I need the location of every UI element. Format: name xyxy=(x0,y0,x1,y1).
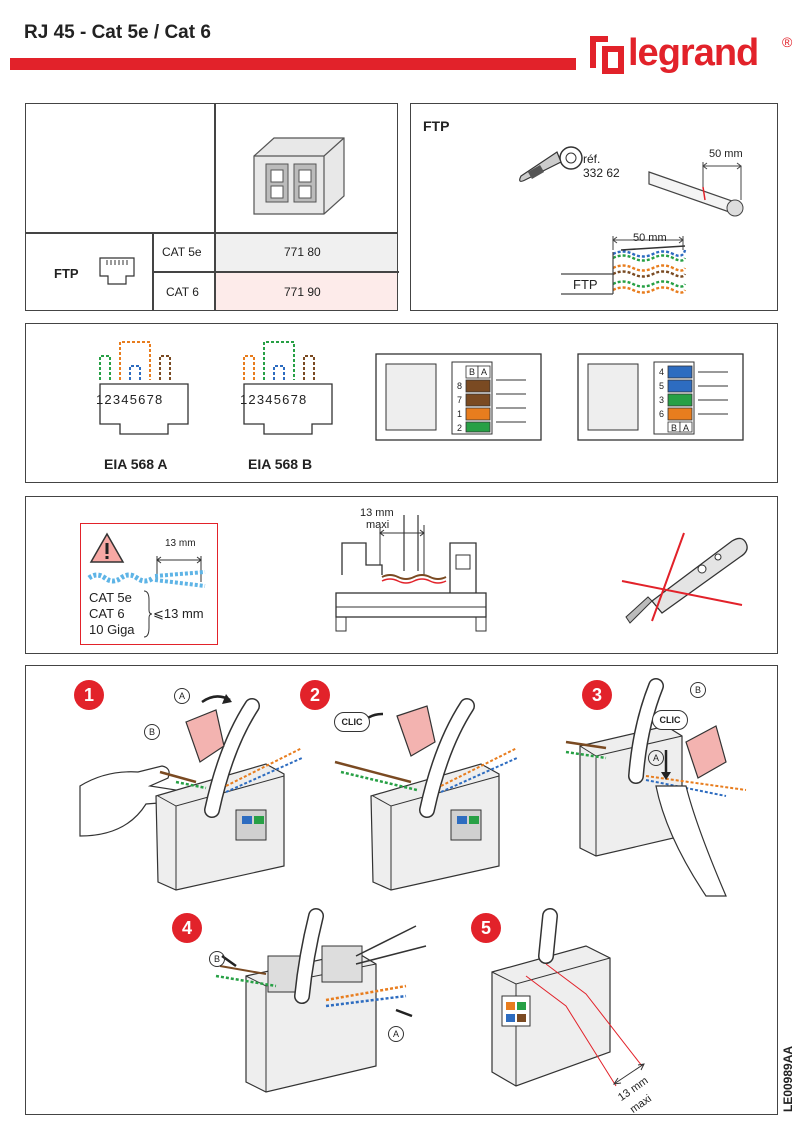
table-hline-mid xyxy=(152,271,399,273)
step-5-number: 5 xyxy=(480,918,491,938)
front-pair-a: A xyxy=(481,367,488,377)
product-panel: FTP CAT 5e CAT 6 771 80 771 90 xyxy=(25,103,399,311)
step-3-badge: 3 xyxy=(582,680,612,710)
step-2-clic-burst: CLIC xyxy=(334,712,370,732)
category-brace xyxy=(143,590,153,638)
tool-ref-label: réf. xyxy=(583,152,601,166)
page-title: RJ 45 - Cat 5e / Cat 6 xyxy=(24,22,211,43)
cable-label-ftp: FTP xyxy=(573,277,598,292)
stripping-tool-icon xyxy=(519,146,583,182)
category-10giga-line: 10 Giga xyxy=(89,622,135,637)
eia568b-plug-diagram xyxy=(243,341,333,435)
front-pair-1: 1 xyxy=(457,409,463,419)
step-1-label-a: A xyxy=(174,688,190,704)
front-pair-8: 8 xyxy=(457,381,463,391)
rj45-socket-icon xyxy=(99,257,135,285)
steps-panel: 1 A B 2 xyxy=(25,665,778,1116)
reference-77180: 771 80 xyxy=(284,245,321,259)
step-4-illustration xyxy=(215,908,427,1093)
max-dim-maxi: maxi xyxy=(366,519,390,531)
back-pair-a: A xyxy=(683,423,690,433)
ref-cell-bg-1 xyxy=(216,234,397,271)
wiring-panel: 12345678 EIA 568 A 12345678 EIA 568 B B … xyxy=(25,323,778,483)
front-pair-2: 2 xyxy=(457,423,463,433)
max-dim-value: 13 mm xyxy=(360,507,394,519)
step-3-label-a: A xyxy=(648,750,664,766)
step-5-badge: 5 xyxy=(471,913,501,943)
category-cat6: CAT 6 xyxy=(166,285,199,299)
step-3-label-b: B xyxy=(690,682,706,698)
untwisted-pair-illustration xyxy=(87,556,206,588)
table-vline-top xyxy=(214,104,216,232)
module-illustration xyxy=(253,137,345,215)
warning-box: 13 mm CAT 5e CAT 6 10 Giga ⩽13 mm xyxy=(80,523,218,645)
ref-cell-bg-2 xyxy=(216,273,397,310)
step-2-number: 2 xyxy=(309,685,320,705)
header-red-bar xyxy=(10,58,576,70)
step-4-label-b: B xyxy=(209,951,225,967)
step-2-badge: 2 xyxy=(300,680,330,710)
cable-entry-section-diagram xyxy=(335,515,487,632)
row-label-ftp: FTP xyxy=(54,266,79,281)
strip-length-mid: 50 mm xyxy=(633,232,667,244)
step-1-badge: 1 xyxy=(74,680,104,710)
ftp-conductors-illustration xyxy=(561,236,687,295)
step-4-badge: 4 xyxy=(172,913,202,943)
back-pair-3: 3 xyxy=(659,395,665,405)
step-1-number: 1 xyxy=(83,685,94,705)
back-pair-b: B xyxy=(671,423,678,433)
category-cat5e-line: CAT 5e xyxy=(89,590,132,605)
connector-back-diagram xyxy=(577,353,744,441)
untwist-panel: 13 mm CAT 5e CAT 6 10 Giga ⩽13 mm 13 mm … xyxy=(25,496,778,654)
ftp-prep-panel: FTP réf. 332 62 50 mm 50 mm FTP xyxy=(410,103,778,311)
front-pair-b: B xyxy=(469,367,476,377)
step-5-illustration xyxy=(491,908,645,1087)
tool-ref-number: 332 62 xyxy=(583,166,620,180)
category-cat6-line: CAT 6 xyxy=(89,606,125,621)
step-3-number: 3 xyxy=(591,685,602,705)
category-cat5e: CAT 5e xyxy=(162,245,202,259)
table-hline xyxy=(26,232,397,234)
brand-name: legrand xyxy=(628,32,759,74)
back-pair-4: 4 xyxy=(659,367,665,377)
step-4-label-a: A xyxy=(388,1026,404,1042)
step-2-illustration xyxy=(334,698,518,891)
limit-13mm: ⩽13 mm xyxy=(153,606,204,621)
step-3-clic-burst: CLIC xyxy=(652,710,688,730)
warning-triangle-icon xyxy=(89,532,125,563)
reference-77190: 771 90 xyxy=(284,285,321,299)
back-pair-6: 6 xyxy=(659,409,665,419)
standard-a-label: EIA 568 A xyxy=(104,456,168,472)
eia568a-plug-diagram xyxy=(99,341,189,435)
document-code: LE00989AA xyxy=(781,1045,795,1112)
cable-strip-illustration xyxy=(648,162,744,217)
pins-b: 12345678 xyxy=(240,392,308,407)
back-pair-5: 5 xyxy=(659,381,665,391)
untwist-length-label: 13 mm xyxy=(165,538,196,549)
registered-mark: ® xyxy=(782,34,793,50)
forbidden-punch-tool-icon xyxy=(621,532,748,624)
front-pair-7: 7 xyxy=(457,395,463,405)
legrand-logo-mark-icon xyxy=(590,36,624,74)
ftp-panel-title: FTP xyxy=(423,118,450,134)
pins-a: 12345678 xyxy=(96,392,164,407)
strip-length-top: 50 mm xyxy=(709,148,743,160)
step-1-illustration xyxy=(79,694,303,891)
legrand-logo: legrand ® xyxy=(588,30,798,78)
step-1-label-b: B xyxy=(144,724,160,740)
standard-b-label: EIA 568 B xyxy=(248,456,313,472)
connector-front-diagram xyxy=(375,353,542,441)
step-4-number: 4 xyxy=(181,918,192,938)
